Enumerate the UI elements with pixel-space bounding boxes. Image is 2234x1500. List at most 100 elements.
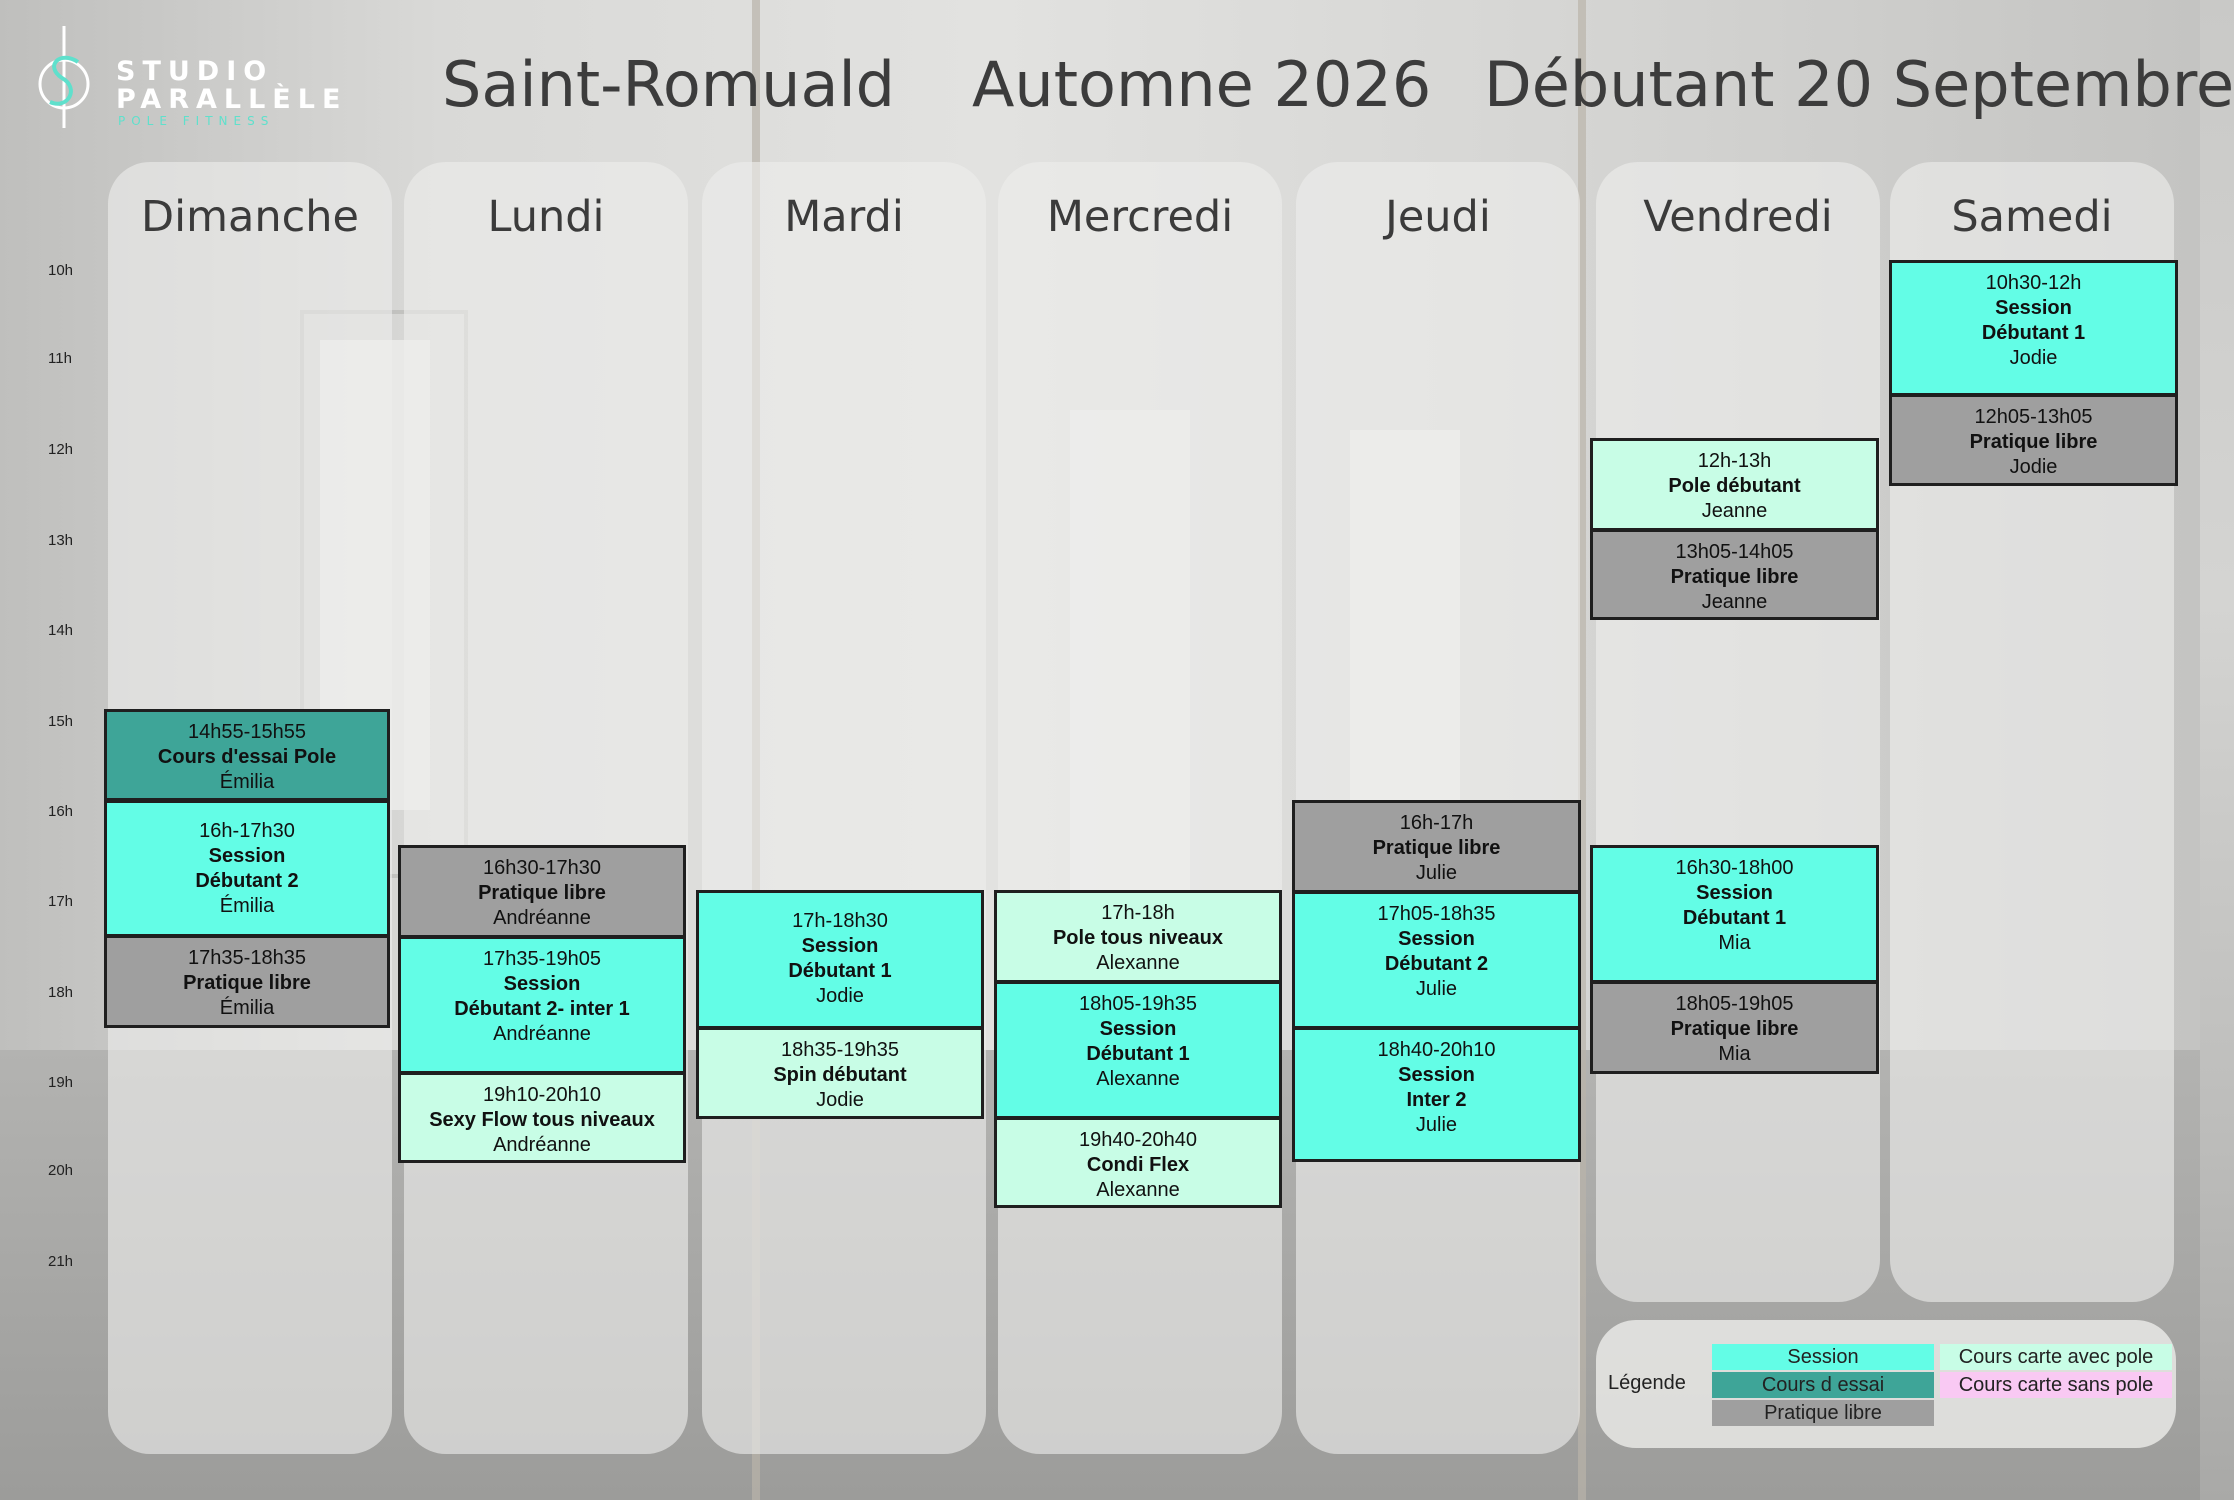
event-block[interactable]: 18h40-20h10 Session Inter 2 Julie [1292, 1027, 1581, 1162]
day-column-mardi: Mardi [702, 162, 986, 1454]
event-title: Condi Flex [1086, 1154, 1190, 1176]
time-label: 15h [48, 713, 74, 730]
time-label: 10h [48, 262, 74, 279]
event-block[interactable]: 17h05-18h35 Session Débutant 2 Julie [1292, 891, 1581, 1029]
event-title: Pole débutant [1668, 475, 1801, 497]
season-title: Automne 2026 [972, 48, 1432, 121]
time-label: 16h [48, 803, 74, 820]
event-block[interactable]: 16h-17h30 Session Débutant 2 Émilia [104, 800, 390, 937]
event-time: 18h05-19h05 [1675, 993, 1794, 1015]
event-time: 16h-17h30 [199, 820, 295, 842]
event-time: 17h05-18h35 [1377, 903, 1496, 925]
event-title: Session [1398, 1064, 1475, 1086]
event-block[interactable]: 16h30-18h00 Session Débutant 1 Mia [1590, 845, 1879, 983]
legend-title: Légende [1608, 1372, 1686, 1394]
event-instructor: Alexanne [1096, 1179, 1180, 1201]
event-time: 14h55-15h55 [188, 721, 306, 743]
event-time: 10h30-12h [1985, 272, 2082, 294]
legend-pratique-libre: Pratique libre [1712, 1400, 1934, 1426]
event-block[interactable]: 18h05-19h35 Session Débutant 1 Alexanne [994, 981, 1282, 1119]
day-name: Lundi [487, 192, 605, 242]
event-title: Session [1099, 1018, 1177, 1040]
event-title: Session [208, 845, 286, 867]
event-time: 17h-18h30 [792, 910, 888, 932]
logo-mark-icon [38, 26, 90, 128]
event-title: Session [1995, 297, 2072, 319]
event-time: 18h05-19h35 [1079, 993, 1197, 1015]
logo-text-parallele: PARALLÈLE [116, 84, 348, 115]
logo-text-studio: STUDIO [116, 56, 274, 87]
day-name: Vendredi [1643, 192, 1833, 242]
event-time: 18h40-20h10 [1377, 1039, 1496, 1061]
event-instructor: Jodie [816, 1089, 864, 1111]
event-block[interactable]: 10h30-12h Session Débutant 1 Jodie [1889, 260, 2178, 396]
event-instructor: Jeanne [1701, 500, 1768, 522]
event-instructor: Julie [1415, 1114, 1458, 1136]
legend-cours-essai: Cours d essai [1712, 1372, 1934, 1398]
day-name: Samedi [1951, 192, 2113, 242]
event-title-level: Débutant 1 [788, 960, 892, 982]
event-instructor: Andréanne [493, 907, 591, 929]
event-title-level: Débutant 2- inter 1 [454, 998, 630, 1020]
event-instructor: Jodie [816, 985, 864, 1007]
event-instructor: Émilia [219, 771, 275, 793]
event-instructor: Andréanne [493, 1023, 591, 1045]
event-block[interactable]: 19h10-20h10 Sexy Flow tous niveaux André… [398, 1072, 686, 1163]
event-block[interactable]: 17h35-18h35 Pratique libre Émilia [104, 935, 390, 1028]
event-block[interactable]: 18h35-19h35 Spin débutant Jodie [696, 1027, 984, 1119]
event-block[interactable]: 18h05-19h05 Pratique libre Mia [1590, 981, 1879, 1074]
event-time: 17h35-18h35 [188, 947, 306, 969]
event-block[interactable]: 16h30-17h30 Pratique libre Andréanne [398, 845, 686, 938]
legend-session: Session [1712, 1344, 1934, 1370]
event-title: Pratique libre [183, 972, 311, 994]
event-time: 12h05-13h05 [1974, 406, 2093, 428]
event-block[interactable]: 17h-18h Pole tous niveaux Alexanne [994, 890, 1282, 983]
event-title: Pratique libre [1670, 566, 1799, 588]
event-time: 13h05-14h05 [1675, 541, 1794, 563]
event-block[interactable]: 16h-17h Pratique libre Julie [1292, 800, 1581, 893]
event-instructor: Julie [1415, 978, 1458, 1000]
event-block[interactable]: 17h35-19h05 Session Débutant 2- inter 1 … [398, 936, 686, 1074]
time-label: 13h [48, 532, 74, 549]
event-instructor: Émilia [219, 997, 275, 1019]
event-block[interactable]: 17h-18h30 Session Débutant 1 Jodie [696, 890, 984, 1029]
location-title: Saint-Romuald [442, 48, 896, 121]
event-title-level: Débutant 2 [1384, 953, 1489, 975]
event-instructor: Alexanne [1096, 952, 1180, 974]
event-block[interactable]: 12h-13h Pole débutant Jeanne [1590, 438, 1879, 531]
event-title: Pratique libre [1372, 837, 1501, 859]
background-pole [1578, 0, 1586, 1500]
time-label: 19h [48, 1074, 74, 1091]
event-time: 12h-13h [1697, 450, 1772, 472]
day-name: Jeudi [1385, 192, 1491, 242]
time-label: 20h [48, 1162, 74, 1179]
day-column-lundi: Lundi [404, 162, 688, 1454]
legend: Légende Session Cours d essai Pratique l… [1596, 1320, 2176, 1448]
event-title: Pratique libre [1969, 431, 2098, 453]
event-block[interactable]: 13h05-14h05 Pratique libre Jeanne [1590, 529, 1879, 620]
event-instructor: Julie [1415, 862, 1458, 884]
event-title: Session [1398, 928, 1475, 950]
event-title: Pratique libre [1670, 1018, 1799, 1040]
event-block[interactable]: 19h40-20h40 Condi Flex Alexanne [994, 1117, 1282, 1208]
event-time: 16h30-18h00 [1675, 857, 1794, 879]
event-instructor: Alexanne [1096, 1068, 1180, 1090]
event-block[interactable]: 12h05-13h05 Pratique libre Jodie [1889, 394, 2178, 486]
day-name: Mercredi [1046, 192, 1234, 242]
day-column-mercredi: Mercredi [998, 162, 1282, 1454]
event-title: Session [1696, 882, 1773, 904]
event-title-level: Inter 2 [1406, 1089, 1467, 1111]
event-title: Cours d'essai Pole [157, 746, 337, 768]
event-title-level: Débutant 2 [195, 870, 299, 892]
event-instructor: Jeanne [1701, 591, 1768, 613]
event-title: Session [503, 973, 581, 995]
event-title: Session [801, 935, 879, 957]
event-title-level: Débutant 1 [1682, 907, 1787, 929]
event-block[interactable]: 14h55-15h55 Cours d'essai Pole Émilia [104, 709, 390, 801]
time-label: 18h [48, 984, 74, 1001]
event-instructor: Émilia [219, 895, 275, 917]
event-title: Spin débutant [773, 1064, 907, 1086]
level-date-title: Débutant 20 Septembre [1484, 48, 2234, 121]
logo-subtitle: POLE FITNESS [118, 114, 275, 128]
time-label: 14h [48, 622, 74, 639]
